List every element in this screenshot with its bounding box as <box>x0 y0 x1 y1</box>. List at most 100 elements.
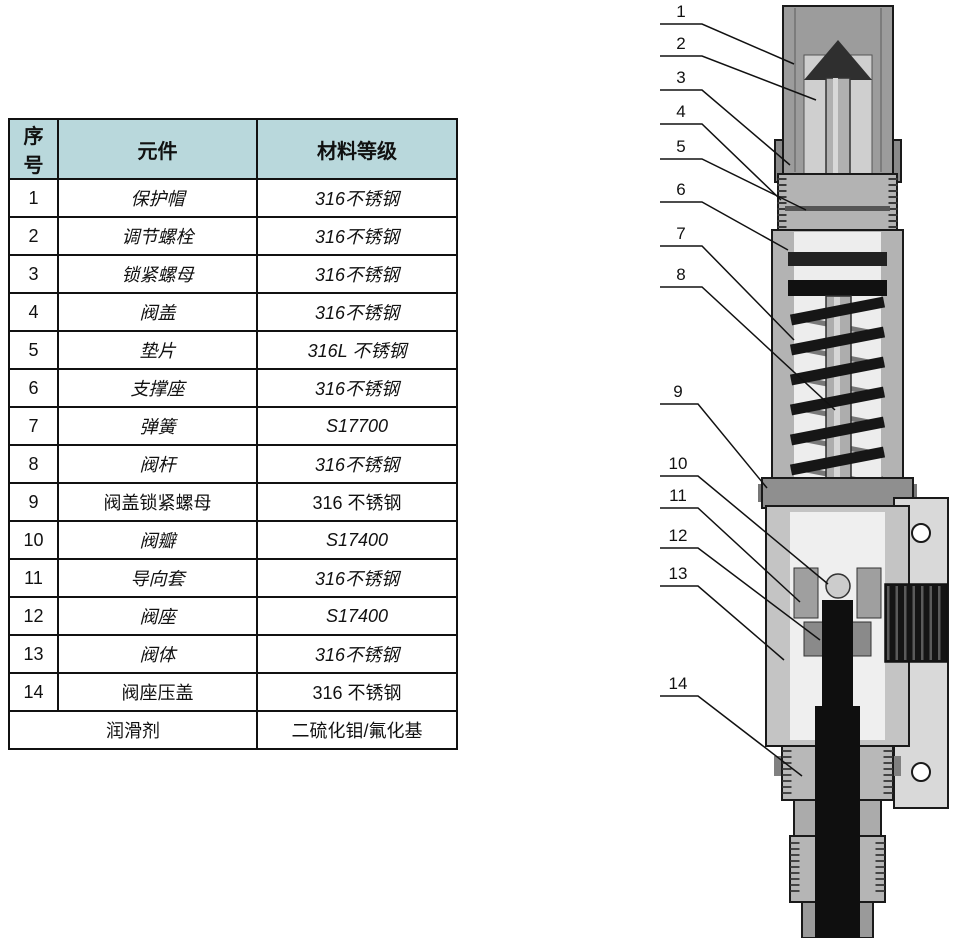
valve-disc <box>825 573 851 599</box>
callout-2: 2 <box>660 34 817 101</box>
svg-text:13: 13 <box>669 564 688 583</box>
gasket <box>785 206 890 211</box>
callout-4: 4 <box>660 102 782 201</box>
spring-top-plate <box>788 280 887 296</box>
cell-material: 316不锈钢 <box>256 634 458 674</box>
svg-text:12: 12 <box>669 526 688 545</box>
bonnet-lock-nut <box>758 477 917 509</box>
lubricant-value: 二硫化钼/氟化基 <box>256 710 458 750</box>
cell-part: 保护帽 <box>57 178 258 218</box>
cell-material: 316 不锈钢 <box>256 482 458 522</box>
svg-text:2: 2 <box>676 34 685 53</box>
cell-material: 316L 不锈钢 <box>256 330 458 370</box>
cell-part: 锁紧螺母 <box>57 254 258 294</box>
cap-cone <box>804 40 872 80</box>
cell-no: 9 <box>8 482 59 522</box>
callout-9: 9 <box>660 382 768 489</box>
callout-1: 1 <box>660 2 795 65</box>
cell-part: 阀座压盖 <box>57 672 258 712</box>
svg-text:4: 4 <box>676 102 685 121</box>
support-seat <box>788 252 887 266</box>
cell-no: 6 <box>8 368 59 408</box>
cell-part: 导向套 <box>57 558 258 598</box>
cell-no: 4 <box>8 292 59 332</box>
cell-part: 阀盖 <box>57 292 258 332</box>
cell-material: 316 不锈钢 <box>256 672 458 712</box>
cell-material: 316不锈钢 <box>256 558 458 598</box>
inlet-pipe <box>815 600 860 938</box>
cell-material: S17400 <box>256 596 458 636</box>
cell-no: 5 <box>8 330 59 370</box>
cell-no: 1 <box>8 178 59 218</box>
cell-no: 3 <box>8 254 59 294</box>
svg-text:14: 14 <box>669 674 688 693</box>
cell-part: 垫片 <box>57 330 258 370</box>
cell-no: 14 <box>8 672 59 712</box>
svg-text:3: 3 <box>676 68 685 87</box>
cell-part: 支撑座 <box>57 368 258 408</box>
svg-text:8: 8 <box>676 265 685 284</box>
guide-sleeve <box>793 567 882 619</box>
svg-text:1: 1 <box>676 2 685 21</box>
valve-seat <box>803 621 872 657</box>
callout-5: 5 <box>660 137 807 211</box>
cell-part: 阀座 <box>57 596 258 636</box>
callout-7: 7 <box>660 224 795 341</box>
bonnet-top <box>777 173 898 231</box>
cell-part: 调节螺栓 <box>57 216 258 256</box>
svg-text:7: 7 <box>676 224 685 243</box>
cell-no: 8 <box>8 444 59 484</box>
cell-no: 7 <box>8 406 59 446</box>
callout-14: 14 <box>660 674 803 777</box>
callout-13: 13 <box>660 564 785 661</box>
cell-no: 2 <box>8 216 59 256</box>
valve-cross-section-diagram: 1 2 3 4 5 6 7 8 9 10 11 12 13 14 <box>660 2 949 938</box>
callout-6: 6 <box>660 180 789 251</box>
cell-no: 13 <box>8 634 59 674</box>
callouts: 1 2 3 4 5 6 7 8 9 10 11 12 13 14 <box>660 2 836 777</box>
cell-no: 10 <box>8 520 59 560</box>
svg-text:11: 11 <box>669 486 687 505</box>
cell-part: 弹簧 <box>57 406 258 446</box>
callout-12: 12 <box>660 526 821 641</box>
plate-hole-bottom <box>911 762 931 782</box>
svg-text:5: 5 <box>676 137 685 156</box>
header-no: 序号 <box>8 118 59 180</box>
plate-hole-top <box>911 523 931 543</box>
cell-material: 316不锈钢 <box>256 292 458 332</box>
side-port <box>884 583 948 663</box>
cell-material: 316不锈钢 <box>256 444 458 484</box>
svg-text:6: 6 <box>676 180 685 199</box>
cell-part: 阀杆 <box>57 444 258 484</box>
callout-3: 3 <box>660 68 791 166</box>
cell-part: 阀瓣 <box>57 520 258 560</box>
header-material: 材料等级 <box>256 118 458 180</box>
table-footer-row: 润滑剂 二硫化钼/氟化基 <box>8 710 458 750</box>
cell-no: 11 <box>8 558 59 598</box>
callout-11: 11 <box>660 486 801 603</box>
cell-part: 阀体 <box>57 634 258 674</box>
cell-material: 316不锈钢 <box>256 254 458 294</box>
cell-material: 316不锈钢 <box>256 216 458 256</box>
cell-no: 12 <box>8 596 59 636</box>
cell-part: 阀盖锁紧螺母 <box>57 482 258 522</box>
svg-text:9: 9 <box>673 382 682 401</box>
svg-text:10: 10 <box>669 454 688 473</box>
cell-material: S17400 <box>256 520 458 560</box>
cell-material: S17700 <box>256 406 458 446</box>
